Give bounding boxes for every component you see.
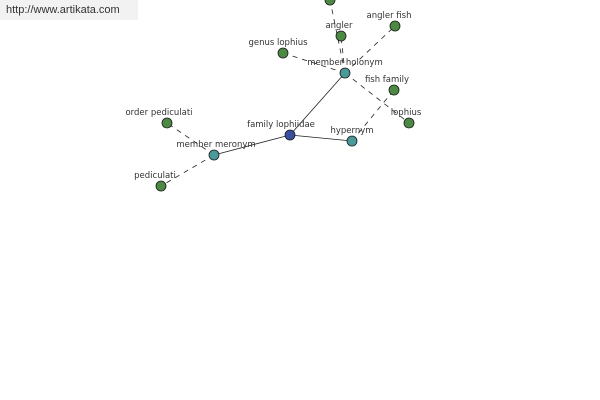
- edge-family-lophiidae-member-meronym: [213, 134, 291, 156]
- label-fish-family: fish family: [365, 75, 409, 85]
- node-member-meronym[interactable]: [208, 149, 220, 161]
- edge-member-holonym-lophius: [344, 72, 410, 124]
- edge-member-meronym-pediculati: [160, 154, 215, 187]
- label-angler: angler: [325, 21, 353, 31]
- label-family-lophiidae: family lophiidae: [247, 120, 315, 130]
- node-family-lophiidae[interactable]: [284, 129, 296, 141]
- watermark-bar: http://www.artikata.com: [0, 0, 138, 20]
- label-member-holonym: member holonym: [307, 58, 382, 68]
- node-genus-lophius[interactable]: [277, 47, 289, 59]
- edge-family-lophiidae-hypernym: [289, 134, 353, 142]
- edge-member-holonym-angler: [340, 35, 346, 74]
- edge-family-lophiidae-member-holonym: [289, 72, 346, 136]
- label-order-pediculati: order pediculati: [125, 108, 192, 118]
- node-member-holonym[interactable]: [339, 67, 351, 79]
- node-order-pediculati[interactable]: [161, 117, 173, 129]
- edge-member-holonym-angler-fish: [344, 25, 396, 74]
- nodes-layer: [155, 0, 415, 192]
- edges-layer: [160, 0, 410, 187]
- site-url[interactable]: http://www.artikata.com: [6, 4, 120, 16]
- node-angler[interactable]: [335, 30, 347, 42]
- node-lophius[interactable]: [403, 117, 415, 129]
- label-lophius: lophius: [391, 108, 422, 118]
- node-pediculati[interactable]: [155, 180, 167, 192]
- labels-layer: family lophiidae member holonym hypernym me…: [125, 11, 421, 181]
- label-hypernym: hypernym: [330, 126, 373, 136]
- label-member-meronym: member meronym: [176, 140, 255, 150]
- edge-hypernym-fish-family: [351, 89, 395, 142]
- edge-member-holonym-genus-lophius: [282, 52, 346, 74]
- edge-member-holonym-top-partial: [329, 0, 346, 74]
- node-top-partial[interactable]: [324, 0, 336, 6]
- label-angler-fish: angler fish: [367, 11, 412, 21]
- node-fish-family[interactable]: [388, 84, 400, 96]
- label-genus-lophius: genus lophius: [248, 38, 308, 48]
- node-angler-fish[interactable]: [389, 20, 401, 32]
- label-pediculati: pediculati: [134, 171, 176, 181]
- node-hypernym[interactable]: [346, 135, 358, 147]
- edge-member-meronym-order-pediculati: [166, 122, 215, 156]
